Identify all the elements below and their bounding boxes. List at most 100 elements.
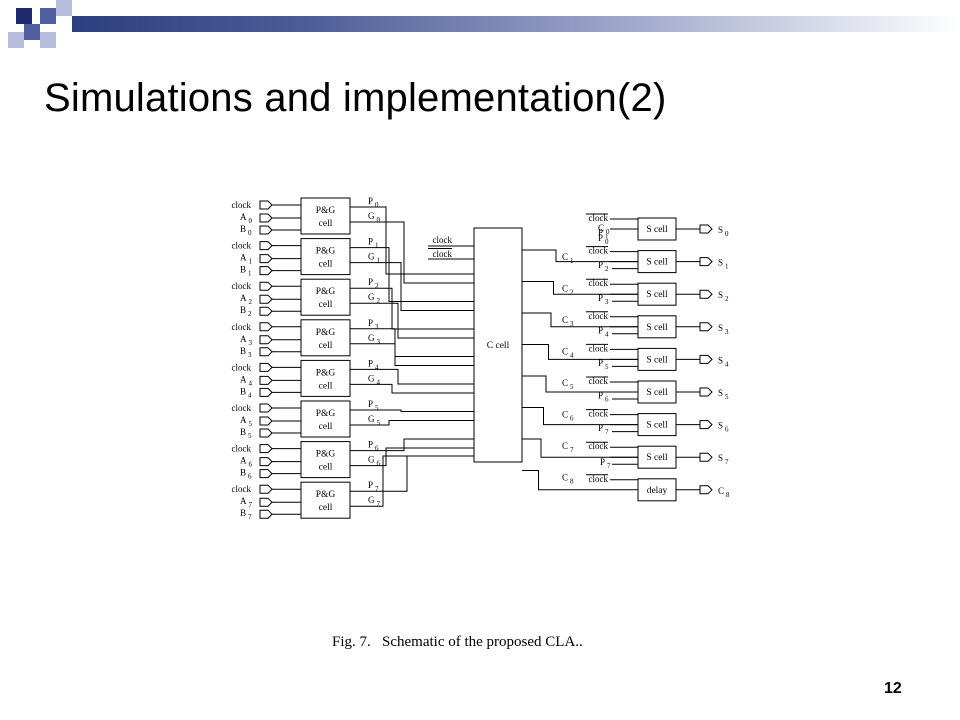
- pg-cell-label: cell: [319, 463, 333, 473]
- b-pin: [259, 225, 273, 235]
- clock-bar-label: clock: [589, 213, 609, 223]
- delay-label: delay: [647, 486, 668, 496]
- a-pin: [259, 416, 273, 426]
- sum-output-pin: [699, 387, 713, 397]
- a-pin: [259, 254, 273, 264]
- corner-square-mid-1: [40, 8, 56, 24]
- clock-bar-label: clock: [589, 246, 609, 256]
- pg-cell-label: cell: [319, 422, 333, 432]
- pg-cell: [300, 278, 351, 316]
- a-pin: [259, 213, 273, 223]
- carry-wire: [522, 438, 638, 458]
- page-number: 12: [884, 680, 902, 697]
- clock-pin: [259, 362, 273, 372]
- clock-pin: [259, 403, 273, 413]
- carry-out-pin: [699, 485, 713, 495]
- figure-caption: Fig. 7. Schematic of the proposed CLA..: [332, 634, 583, 650]
- wire: [350, 287, 474, 330]
- a-pin: [259, 335, 273, 345]
- wire: [350, 302, 474, 339]
- pg-cell-label: cell: [319, 341, 333, 351]
- s-cell-label: S cell: [646, 453, 668, 463]
- c-cell: [473, 227, 523, 463]
- a-pin: [259, 294, 273, 304]
- b-pin: [259, 509, 273, 519]
- pg-cell-label: cell: [319, 300, 333, 310]
- wire: [350, 247, 474, 302]
- pg-cell: [300, 197, 351, 235]
- wire: [350, 420, 474, 426]
- carry-wire: [522, 470, 638, 491]
- corner-square-light-2: [8, 32, 24, 48]
- clock-bar-label: clock: [589, 474, 609, 484]
- clock-input-label: clock: [232, 322, 252, 332]
- carry-wire: [522, 249, 638, 263]
- b-pin: [259, 266, 273, 276]
- clock-input-label: clock: [232, 444, 252, 454]
- pg-cell-label: P&G: [316, 490, 336, 500]
- clock-bar-label: clock: [589, 376, 609, 386]
- b-pin: [259, 347, 273, 357]
- b-pin: [259, 469, 273, 479]
- pg-cell-label: cell: [319, 503, 333, 513]
- s-cell-label: S cell: [646, 388, 668, 398]
- pg-cell-label: P&G: [316, 247, 336, 257]
- pg-cell-label: cell: [319, 381, 333, 391]
- clock-pin: [259, 322, 273, 332]
- wire: [350, 438, 474, 452]
- clock-bar-label: clock: [589, 311, 609, 321]
- s-cell-label: S cell: [646, 290, 668, 300]
- pg-cell: [300, 359, 351, 397]
- clock-input-label: clock: [232, 281, 252, 291]
- corner-square-dark-1: [16, 8, 32, 24]
- clock-pin: [259, 200, 273, 210]
- clock-pin: [259, 241, 273, 251]
- pg-cell-label: P&G: [316, 409, 336, 419]
- a-pin: [259, 457, 273, 467]
- slide-title: Simulations and implementation(2): [44, 76, 667, 120]
- a-pin: [259, 375, 273, 385]
- sum-output-pin: [699, 289, 713, 299]
- carry-wire: [522, 281, 638, 295]
- pg-cell-label: P&G: [316, 287, 336, 297]
- corner-square-mid-2: [24, 24, 40, 40]
- pg-cell-label: P&G: [316, 450, 336, 460]
- clock-bar-label: clock: [589, 441, 609, 451]
- clock-pin: [259, 444, 273, 454]
- wire: [350, 368, 474, 385]
- clock-input-label: clock: [232, 200, 252, 210]
- wire: [350, 383, 474, 394]
